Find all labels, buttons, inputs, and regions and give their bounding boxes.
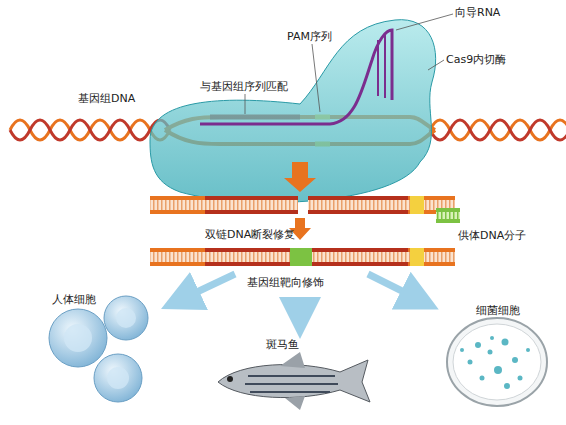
- outcome-arrow: [368, 274, 420, 300]
- label-text: 细菌细胞: [476, 304, 520, 318]
- zebrafish: [218, 352, 370, 410]
- fish-stripes: [245, 376, 338, 392]
- inserted-segment: [290, 248, 312, 266]
- dna-strand: [10, 120, 170, 140]
- leader-line: [245, 94, 246, 114]
- fish-fin: [280, 352, 305, 410]
- dna-strand: [308, 196, 455, 200]
- rna-strand: [200, 30, 392, 124]
- cell-nucleus: [116, 308, 136, 328]
- donor-dna: [436, 208, 460, 223]
- dna-strand: [430, 120, 566, 140]
- outcome-arrow: [297, 298, 304, 318]
- label-text: 基因组靶向修饰: [247, 276, 324, 290]
- label-text: 双链DNA断裂修复: [205, 228, 295, 242]
- label-text: 基因组DNA: [78, 92, 135, 106]
- outcome-arrow: [180, 274, 235, 300]
- dna-strand: [150, 196, 298, 200]
- pam-segment: [410, 196, 424, 214]
- fish-eye: [227, 376, 233, 382]
- bacteria-colonies: [460, 336, 530, 389]
- dna-rungs: [436, 211, 460, 220]
- target-segment: [205, 210, 298, 214]
- leader-line: [428, 60, 444, 70]
- leader-line: [396, 14, 453, 30]
- dish-base: [453, 324, 541, 400]
- dna-strand: [10, 120, 170, 140]
- label-text: 供体DNA分子: [458, 229, 526, 243]
- cas9-enzyme: [150, 20, 436, 203]
- target-segment: [308, 196, 408, 200]
- label-text: 向导RNA: [455, 6, 500, 20]
- dna-strand: [436, 208, 460, 212]
- label-text: 斑马鱼: [266, 338, 299, 352]
- cell-nucleus: [64, 324, 92, 352]
- dna-strand: [308, 210, 455, 214]
- petri-dish: [447, 318, 547, 406]
- dna-rungs: [150, 199, 298, 211]
- leader-line: [312, 44, 320, 112]
- label-text: Cas9内切酶: [446, 53, 506, 67]
- dna-strand: [430, 120, 566, 140]
- cell: [94, 354, 142, 402]
- label-text: 与基因组序列匹配: [200, 80, 288, 94]
- repaired-dna: [150, 248, 455, 266]
- process-arrow: [284, 162, 316, 192]
- leader-lines: [245, 14, 453, 114]
- rna-hairpin: [378, 34, 385, 98]
- dna-strand: [150, 210, 298, 214]
- guide-rna: [200, 30, 392, 124]
- pam-segment: [410, 248, 424, 266]
- cell: [49, 309, 107, 367]
- cut-dna: [150, 196, 455, 214]
- dna-strand: [436, 219, 460, 223]
- cell-nucleus: [107, 367, 129, 389]
- human-cells: [49, 296, 148, 402]
- label-text: PAM序列: [287, 30, 332, 44]
- dna-rungs: [308, 199, 455, 211]
- label-text: 人体细胞: [52, 293, 96, 307]
- target-segment: [205, 196, 298, 200]
- dish-rim: [447, 318, 547, 406]
- cell: [104, 296, 148, 340]
- target-segment: [308, 210, 408, 214]
- outcome-arrows: [180, 274, 420, 318]
